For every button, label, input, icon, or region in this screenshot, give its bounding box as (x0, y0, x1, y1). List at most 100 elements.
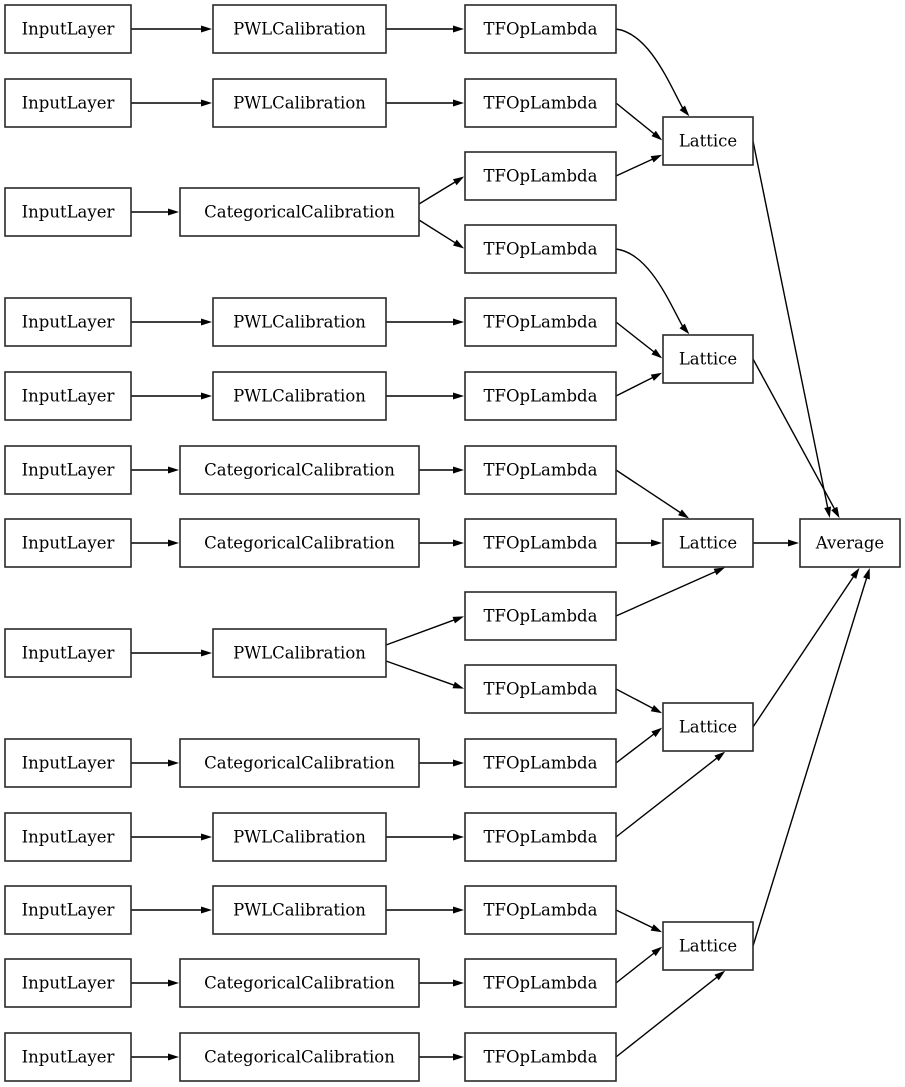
node-box (179, 187, 420, 237)
node-tfop-lambda-op4[interactable]: TFOpLambda (464, 224, 617, 274)
node-lattice-lat2[interactable]: Lattice (662, 334, 754, 384)
node-categorical-calibration-cal3[interactable]: CategoricalCalibration (179, 187, 420, 237)
node-box (464, 445, 617, 495)
node-layer: InputLayerInputLayerInputLayerInputLayer… (4, 4, 901, 1082)
node-tfop-lambda-op7[interactable]: TFOpLambda (464, 445, 617, 495)
arrow-head-icon (651, 130, 663, 141)
node-input-layer-in3[interactable]: InputLayer (4, 187, 132, 237)
node-input-layer-in9[interactable]: InputLayer (4, 738, 132, 788)
edge-line (418, 181, 456, 205)
arrow-head-icon (452, 681, 465, 689)
node-tfop-lambda-op14[interactable]: TFOpLambda (464, 958, 617, 1008)
node-average-avg[interactable]: Average (799, 518, 901, 568)
node-label: InputLayer (22, 461, 115, 480)
node-label: Lattice (679, 718, 737, 737)
node-tfop-lambda-op11[interactable]: TFOpLambda (464, 738, 617, 788)
node-input-layer-in2[interactable]: InputLayer (4, 78, 132, 128)
edge-line (615, 158, 654, 177)
node-input-layer-in6[interactable]: InputLayer (4, 445, 132, 495)
edge-line (615, 248, 684, 327)
node-lattice-lat1[interactable]: Lattice (662, 116, 754, 166)
node-input-layer-in12[interactable]: InputLayer (4, 958, 132, 1008)
arrow-head-icon (650, 704, 663, 714)
edge-line (615, 952, 655, 984)
node-pwlcalibration-cal4[interactable]: PWLCalibration (212, 297, 387, 347)
node-tfop-lambda-op9[interactable]: TFOpLambda (464, 591, 617, 641)
node-pwlcalibration-cal11[interactable]: PWLCalibration (212, 885, 387, 935)
edge-line (615, 733, 655, 764)
node-categorical-calibration-cal13[interactable]: CategoricalCalibration (179, 1032, 420, 1082)
edge-line (615, 321, 655, 353)
arrow-head-icon (453, 25, 464, 33)
edge-op15-to-lat5 (615, 970, 726, 1058)
node-label: PWLCalibration (233, 313, 366, 332)
node-pwlcalibration-cal8[interactable]: PWLCalibration (212, 628, 387, 678)
node-box (4, 628, 132, 678)
arrow-head-icon (453, 539, 464, 547)
node-lattice-lat4[interactable]: Lattice (662, 702, 754, 752)
edge-cal8-to-op9 (385, 616, 465, 646)
node-lattice-lat5[interactable]: Lattice (662, 921, 754, 971)
node-label: PWLCalibration (233, 20, 366, 39)
arrow-head-icon (679, 323, 690, 335)
arrow-head-icon (201, 833, 212, 841)
node-pwlcalibration-cal2[interactable]: PWLCalibration (212, 78, 387, 128)
node-label: TFOpLambda (484, 974, 598, 993)
node-tfop-lambda-op8[interactable]: TFOpLambda (464, 518, 617, 568)
edge-cal5-to-op6 (386, 392, 464, 400)
edge-line (385, 619, 455, 646)
edge-in12-to-cal12 (131, 979, 179, 987)
node-input-layer-in4[interactable]: InputLayer (4, 297, 132, 347)
node-box (179, 958, 420, 1008)
node-input-layer-in11[interactable]: InputLayer (4, 885, 132, 935)
node-label: InputLayer (22, 644, 115, 663)
edge-cal1-to-op1 (386, 25, 464, 33)
node-pwlcalibration-cal1[interactable]: PWLCalibration (212, 4, 387, 54)
edge-in1-to-cal1 (131, 25, 212, 33)
node-label: InputLayer (22, 313, 115, 332)
node-pwlcalibration-cal5[interactable]: PWLCalibration (212, 371, 387, 421)
edge-cal2-to-op2 (386, 99, 464, 107)
node-tfop-lambda-op5[interactable]: TFOpLambda (464, 297, 617, 347)
node-tfop-lambda-op3[interactable]: TFOpLambda (464, 151, 617, 201)
node-input-layer-in13[interactable]: InputLayer (4, 1032, 132, 1082)
node-box (4, 958, 132, 1008)
node-input-layer-in8[interactable]: InputLayer (4, 628, 132, 678)
node-label: TFOpLambda (484, 680, 598, 699)
node-input-layer-in7[interactable]: InputLayer (4, 518, 132, 568)
node-categorical-calibration-cal9[interactable]: CategoricalCalibration (179, 738, 420, 788)
edge-op12-to-lat4 (615, 751, 726, 838)
edge-line (385, 660, 455, 686)
edge-op11-to-lat4 (615, 727, 663, 764)
node-tfop-lambda-op2[interactable]: TFOpLambda (464, 78, 617, 128)
node-tfop-lambda-op1[interactable]: TFOpLambda (464, 4, 617, 54)
node-lattice-lat3[interactable]: Lattice (662, 518, 754, 568)
node-categorical-calibration-cal12[interactable]: CategoricalCalibration (179, 958, 420, 1008)
node-box (464, 591, 617, 641)
node-tfop-lambda-op15[interactable]: TFOpLambda (464, 1032, 617, 1082)
node-tfop-lambda-op6[interactable]: TFOpLambda (464, 371, 617, 421)
node-input-layer-in1[interactable]: InputLayer (4, 4, 132, 54)
node-input-layer-in5[interactable]: InputLayer (4, 371, 132, 421)
node-pwlcalibration-cal10[interactable]: PWLCalibration (212, 812, 387, 862)
edge-op5-to-lat2 (615, 321, 663, 359)
node-box (4, 78, 132, 128)
arrow-head-icon (453, 99, 464, 107)
edge-cal3-to-op3 (418, 176, 465, 205)
arrow-head-icon (452, 176, 465, 186)
node-box (212, 628, 387, 678)
node-box (212, 812, 387, 862)
node-input-layer-in10[interactable]: InputLayer (4, 812, 132, 862)
node-label: InputLayer (22, 534, 115, 553)
node-tfop-lambda-op12[interactable]: TFOpLambda (464, 812, 617, 862)
edge-in11-to-cal11 (131, 906, 212, 914)
arrow-head-icon (453, 1053, 464, 1061)
arrow-head-icon (714, 751, 726, 762)
node-categorical-calibration-cal7[interactable]: CategoricalCalibration (179, 518, 420, 568)
node-tfop-lambda-op10[interactable]: TFOpLambda (464, 664, 617, 714)
node-label: PWLCalibration (233, 94, 366, 113)
node-categorical-calibration-cal6[interactable]: CategoricalCalibration (179, 445, 420, 495)
node-tfop-lambda-op13[interactable]: TFOpLambda (464, 885, 617, 935)
edge-in13-to-cal13 (131, 1053, 179, 1061)
arrow-head-icon (831, 506, 840, 519)
